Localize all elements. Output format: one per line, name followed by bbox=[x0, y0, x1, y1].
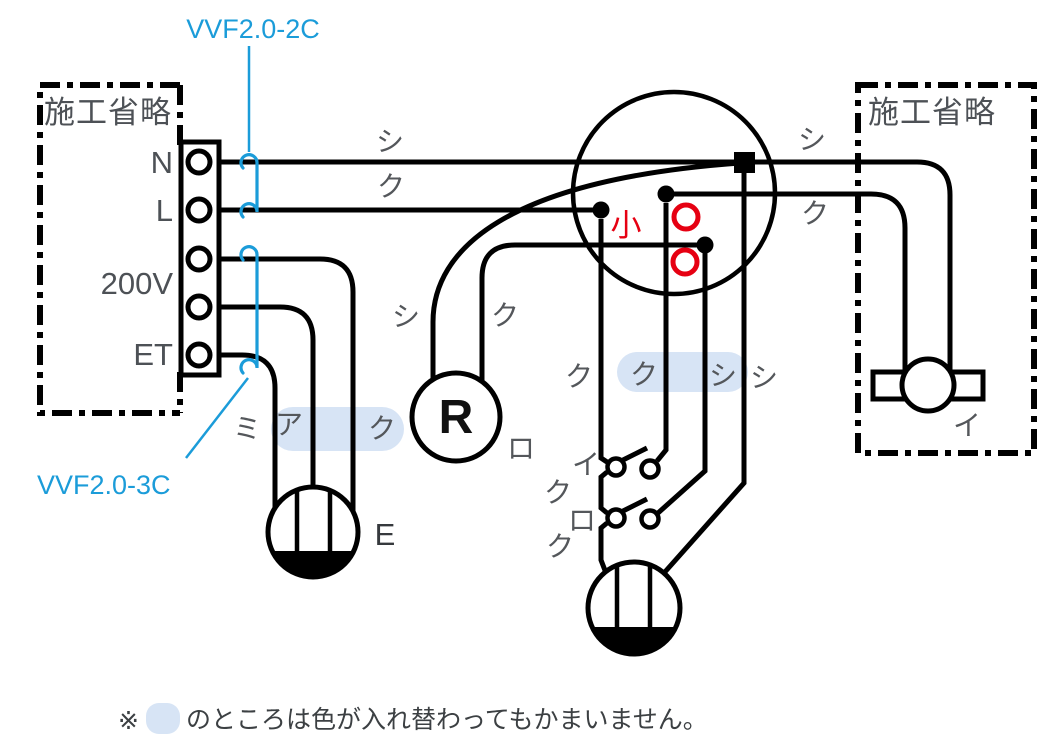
switch1-blade bbox=[619, 445, 649, 464]
earth-outlet-letter: E bbox=[375, 517, 396, 552]
wire-neutral-main bbox=[210, 159, 953, 372]
outlet-base-fill bbox=[592, 627, 676, 655]
wire-label-drop-switch1: ク bbox=[630, 359, 658, 390]
wire-receptacle-neutral-curve bbox=[430, 160, 741, 380]
highlight-pill-earth-wires bbox=[271, 407, 404, 451]
outlet-terminals bbox=[614, 565, 653, 627]
wire-label-drop-outlet-neutral: シ bbox=[750, 362, 778, 393]
ring-sleeve-mark-1 bbox=[671, 202, 701, 232]
highlight-pill-drop-wires bbox=[617, 352, 748, 392]
ring-sleeve-mark-2 bbox=[670, 247, 700, 277]
wire-earth bbox=[210, 352, 278, 508]
right-omission-box-border bbox=[855, 82, 1037, 456]
wire-outlet-neutral-drop bbox=[662, 172, 747, 575]
terminal-et bbox=[185, 341, 213, 369]
terminal-label-l: L bbox=[156, 193, 173, 228]
wire-label-earth-a: ア bbox=[275, 409, 303, 440]
terminal-200v-a bbox=[185, 245, 213, 273]
joint-dot-live bbox=[592, 201, 610, 219]
joint-dot-ceiling bbox=[657, 185, 675, 203]
wire-label-source-neutral: シ bbox=[376, 126, 404, 157]
terminal-200v-b bbox=[185, 293, 213, 321]
terminal-n bbox=[185, 148, 213, 176]
note-highlight-pill bbox=[146, 703, 180, 734]
wire-label-right-switched: ク bbox=[801, 198, 829, 229]
wire-label-drop-common: ク bbox=[565, 361, 593, 392]
ceiling-light-tag: イ bbox=[953, 410, 981, 441]
wire-label-right-neutral: シ bbox=[798, 124, 826, 155]
wire-switch-common-drop bbox=[598, 219, 609, 574]
cable-marker-3c bbox=[239, 245, 259, 375]
wire-switch2-drop bbox=[656, 253, 708, 515]
note-prefix: ※ bbox=[118, 707, 139, 735]
wire-200v-a bbox=[210, 256, 356, 511]
wire-label-switch2-feed: ク bbox=[546, 531, 574, 562]
wire-200v-b bbox=[210, 304, 316, 487]
terminal-label-n: N bbox=[151, 145, 173, 180]
receptacle-letter: R bbox=[439, 391, 474, 444]
wire-label-drop-switch2: シ bbox=[709, 360, 737, 391]
switch1-left-contact bbox=[605, 456, 627, 478]
left-omission-box-border bbox=[37, 82, 183, 416]
receptacle-circle bbox=[409, 370, 503, 464]
switch1-tag: イ bbox=[572, 449, 600, 480]
ceiling-light-circle bbox=[899, 356, 957, 414]
cable-marker-2c bbox=[239, 153, 259, 219]
wire-switch1-drop bbox=[655, 203, 669, 463]
wire-label-earth-ku: ク bbox=[368, 413, 396, 444]
cable-3c-leader-line bbox=[185, 377, 249, 459]
switch2-blade bbox=[619, 496, 649, 515]
receptacle-tag: ロ bbox=[507, 433, 535, 464]
cable-label-2c: VVF2.0-2C bbox=[186, 14, 320, 44]
joint-dot-receptacle bbox=[696, 236, 714, 254]
switch2-left-contact bbox=[605, 507, 627, 529]
wire-label-source-live: ク bbox=[377, 171, 405, 202]
wire-receptacle-switched bbox=[479, 242, 705, 381]
wire-label-switch1-feed: ク bbox=[544, 477, 572, 508]
note-text: のところは色が入れ替わってもかまいません。 bbox=[186, 706, 708, 734]
terminal-label-200v: 200V bbox=[101, 266, 174, 301]
sleeve-size-label: 小 bbox=[611, 208, 642, 243]
wire-label-receptacle-neutral: シ bbox=[392, 301, 420, 332]
left-omission-title: 施工省略 bbox=[44, 95, 172, 130]
switch1-right-contact bbox=[639, 458, 661, 480]
wire-label-earth-mi: ミ bbox=[233, 413, 261, 444]
earth-outlet-base-fill bbox=[272, 551, 354, 578]
cable-label-3c: VVF2.0-3C bbox=[37, 470, 171, 500]
wire-ceiling-switched bbox=[666, 191, 908, 372]
switch2-right-contact bbox=[639, 508, 661, 530]
terminal-label-et: ET bbox=[133, 337, 173, 372]
switch2-tag: ロ bbox=[568, 505, 596, 536]
connector-square bbox=[734, 152, 755, 173]
earth-outlet-terminals bbox=[294, 490, 333, 551]
terminal-l bbox=[185, 196, 213, 224]
right-omission-title: 施工省略 bbox=[868, 95, 996, 130]
wire-label-receptacle-switched: ク bbox=[491, 300, 519, 331]
